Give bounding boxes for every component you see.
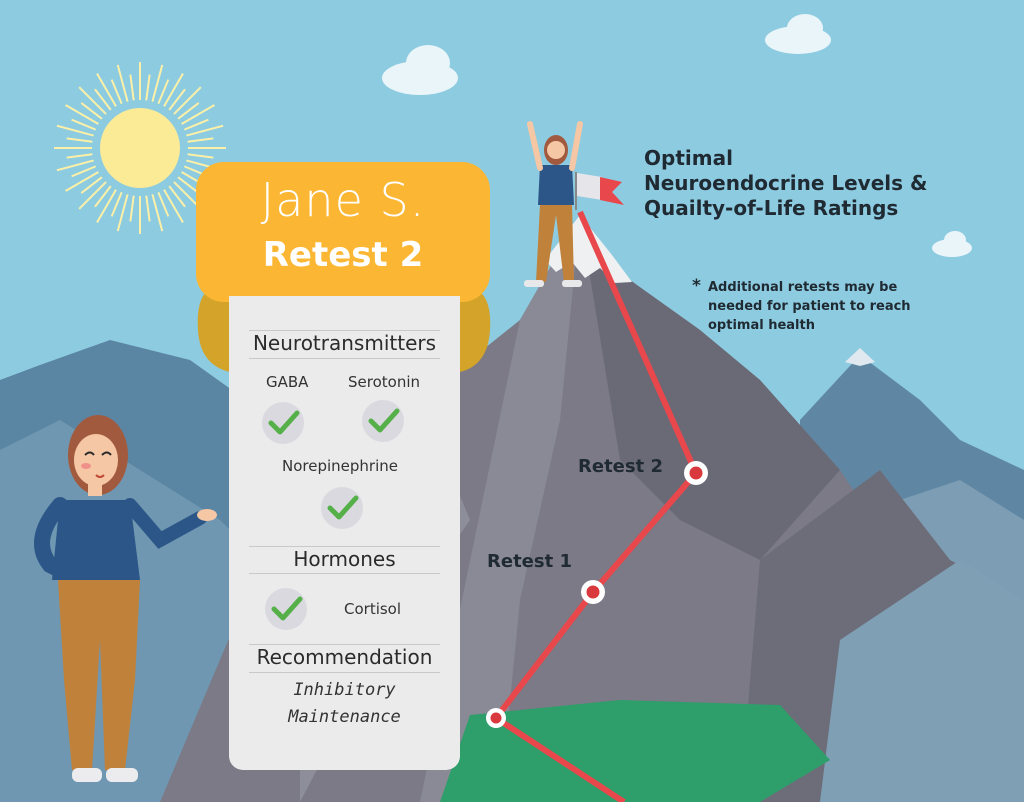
sun-ray <box>183 118 209 131</box>
sun-ray <box>168 88 186 111</box>
sun-ray <box>163 73 184 107</box>
results-card: Neurotransmitters GABA Serotonin Norepin… <box>229 296 460 770</box>
divider <box>249 644 440 645</box>
sun-ray <box>177 102 200 120</box>
retest-title: Retest 2 <box>262 235 424 275</box>
sun-ray <box>66 153 93 159</box>
goal-title-line: Neuroendocrine Levels & <box>644 171 928 195</box>
sun-ray <box>116 64 129 102</box>
sun-ray <box>173 86 202 115</box>
climber-figure <box>524 121 583 287</box>
sun-ray <box>96 73 117 107</box>
recommendation-line: Maintenance <box>288 707 401 727</box>
sun-ray <box>65 171 99 192</box>
cortisol-label: Cortisol <box>344 600 402 618</box>
sun-ray <box>78 86 107 115</box>
recommendation-heading: Recommendation <box>256 645 433 669</box>
sun-ray <box>163 189 184 223</box>
neurotransmitters-heading: Neurotransmitters <box>252 331 437 355</box>
sun-icon <box>54 62 226 234</box>
sun-ray <box>80 176 103 194</box>
recommendation-line: Inhibitory <box>293 680 396 700</box>
sun-ray <box>151 64 164 102</box>
sun-ray <box>71 165 97 178</box>
divider <box>249 573 440 574</box>
retest-note: * Additional retests may be needed for p… <box>692 276 932 335</box>
sun-ray <box>110 191 123 217</box>
sun-ray <box>145 74 151 101</box>
presenter-figure <box>34 415 217 782</box>
sun-ray <box>56 159 94 172</box>
sun-ray <box>80 102 103 120</box>
check-icon <box>262 402 304 444</box>
note-asterisk: * <box>692 276 701 296</box>
sun-ray <box>65 104 99 125</box>
sun-ray <box>110 79 123 105</box>
sun-ray <box>94 185 112 208</box>
divider <box>249 546 440 547</box>
sun-ray <box>177 176 200 194</box>
sun-ray <box>187 137 214 143</box>
goal-title-line: Quailty-of-Life Ratings <box>644 196 899 220</box>
gaba-label: GABA <box>266 373 309 391</box>
divider <box>249 330 440 331</box>
norepinephrine-label: Norepinephrine <box>282 457 398 475</box>
retest-1-label: Retest 1 <box>487 551 572 572</box>
sun-ray <box>157 79 170 105</box>
note-line: Additional retests may be <box>708 280 898 295</box>
note-line: needed for patient to reach <box>708 299 911 314</box>
divider <box>249 672 440 673</box>
sun-ray <box>181 104 215 125</box>
sun-ray <box>157 191 170 217</box>
goal-title-line: Optimal <box>644 146 733 170</box>
sun-ray <box>168 185 186 208</box>
hormones-heading: Hormones <box>293 547 396 571</box>
progress-path <box>486 210 708 802</box>
sun-ray <box>96 189 117 223</box>
cloud-icon <box>382 14 972 257</box>
retest-2-label: Retest 2 <box>578 456 663 477</box>
sun-ray <box>187 153 214 159</box>
sun-ray <box>94 88 112 111</box>
patient-name: Jane S. <box>260 173 426 227</box>
sun-ray <box>151 194 164 232</box>
sun-ray <box>186 124 224 137</box>
sun-ray <box>129 195 135 222</box>
check-icon <box>321 487 363 529</box>
sun-ray <box>116 194 129 232</box>
check-icon <box>362 400 404 442</box>
sun-ray <box>71 118 97 131</box>
sun-ray <box>56 124 94 137</box>
check-icon <box>265 588 307 630</box>
sun-ray <box>78 181 107 210</box>
goal-title: Optimal Neuroendocrine Levels & Quailty-… <box>644 146 1004 221</box>
sun-ray <box>129 74 135 101</box>
serotonin-label: Serotonin <box>348 373 421 391</box>
sun-ray <box>66 137 93 143</box>
sun-ray <box>145 195 151 222</box>
flag-icon <box>575 172 624 210</box>
note-line: optimal health <box>708 318 815 333</box>
divider <box>249 358 440 359</box>
